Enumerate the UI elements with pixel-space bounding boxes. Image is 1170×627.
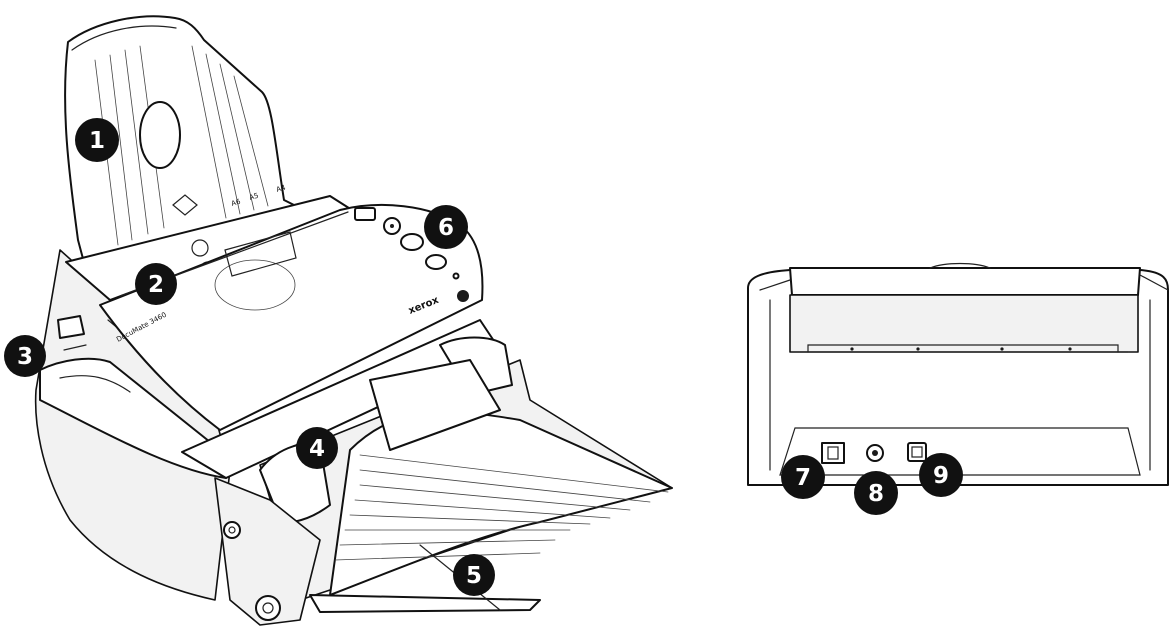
callout-1: 1: [75, 118, 119, 162]
top-cover: [99, 204, 484, 431]
wheel-icon: [255, 595, 281, 621]
button-icon: [400, 233, 424, 251]
callout-8: 8: [854, 471, 898, 515]
callout-7: 7: [781, 455, 825, 499]
svg-text:9: 9: [933, 463, 949, 489]
tray-mark: A4: [275, 184, 287, 194]
rear-view-scanner: [747, 262, 1169, 486]
tray-mark: A6: [230, 198, 242, 208]
svg-text:3: 3: [17, 344, 33, 370]
usb-port-icon: [907, 442, 927, 462]
base-mechanism: [214, 477, 321, 626]
svg-text:1: 1: [89, 128, 105, 154]
power-switch-icon: [821, 442, 845, 464]
output-tray: [259, 359, 673, 613]
exit-guide-right: [439, 336, 513, 396]
svg-text:4: 4: [309, 436, 325, 462]
tray-mark: A5: [248, 192, 259, 202]
power-knob-icon: [57, 315, 85, 339]
control-panel: [354, 207, 460, 280]
svg-text:5: 5: [466, 563, 482, 589]
svg-text:7: 7: [795, 465, 811, 491]
input-tray: A4 A5 A6 A6 A5 A4: [64, 15, 301, 274]
svg-text:8: 8: [868, 481, 884, 507]
callout-4: 4: [296, 427, 338, 469]
svg-text:6: 6: [438, 215, 454, 241]
callout-5: 5: [453, 554, 495, 596]
callout-3: 3: [4, 335, 46, 377]
callout-6: 6: [424, 205, 468, 249]
lcd-icon: [354, 207, 376, 221]
svg-text:2: 2: [148, 272, 164, 298]
brand-sphere-icon: [457, 290, 469, 302]
front-lip: [39, 357, 227, 479]
button-icon: [425, 254, 447, 270]
led-icon: [452, 272, 460, 280]
callout-9: 9: [919, 453, 963, 497]
callout-2: 2: [135, 263, 177, 305]
callouts: 1 2 3 4 5 6 7 8: [4, 118, 963, 596]
front-view-scanner: A4 A5 A6 A6 A5 A4 xerox: [34, 15, 673, 626]
